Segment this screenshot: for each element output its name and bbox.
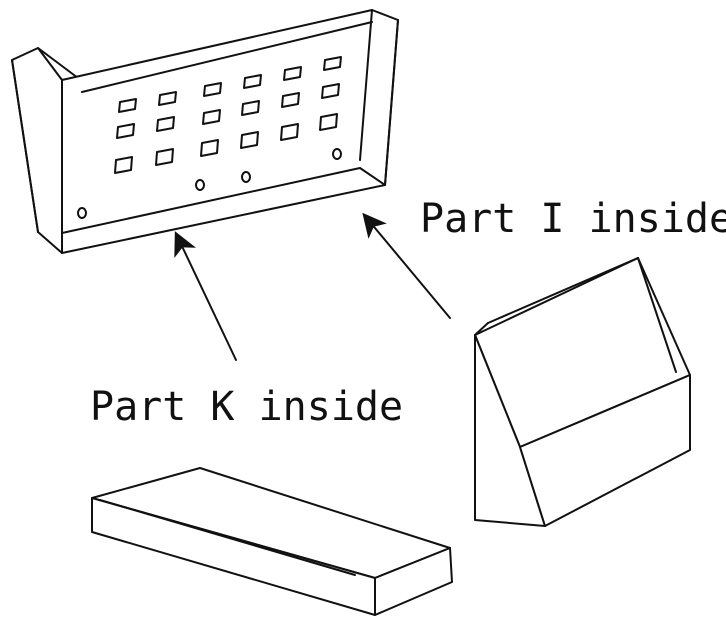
housing-tray bbox=[11, 9, 399, 254]
part-k-block bbox=[91, 467, 453, 616]
arrow-part-i bbox=[362, 212, 451, 319]
housing-back-panel bbox=[61, 9, 399, 254]
label-part-i: Part I inside bbox=[420, 196, 726, 242]
slot-grid bbox=[77, 56, 342, 219]
arrow-part-k bbox=[174, 231, 237, 361]
part-i-wedge bbox=[474, 257, 691, 527]
label-part-k: Part K inside bbox=[90, 384, 403, 430]
